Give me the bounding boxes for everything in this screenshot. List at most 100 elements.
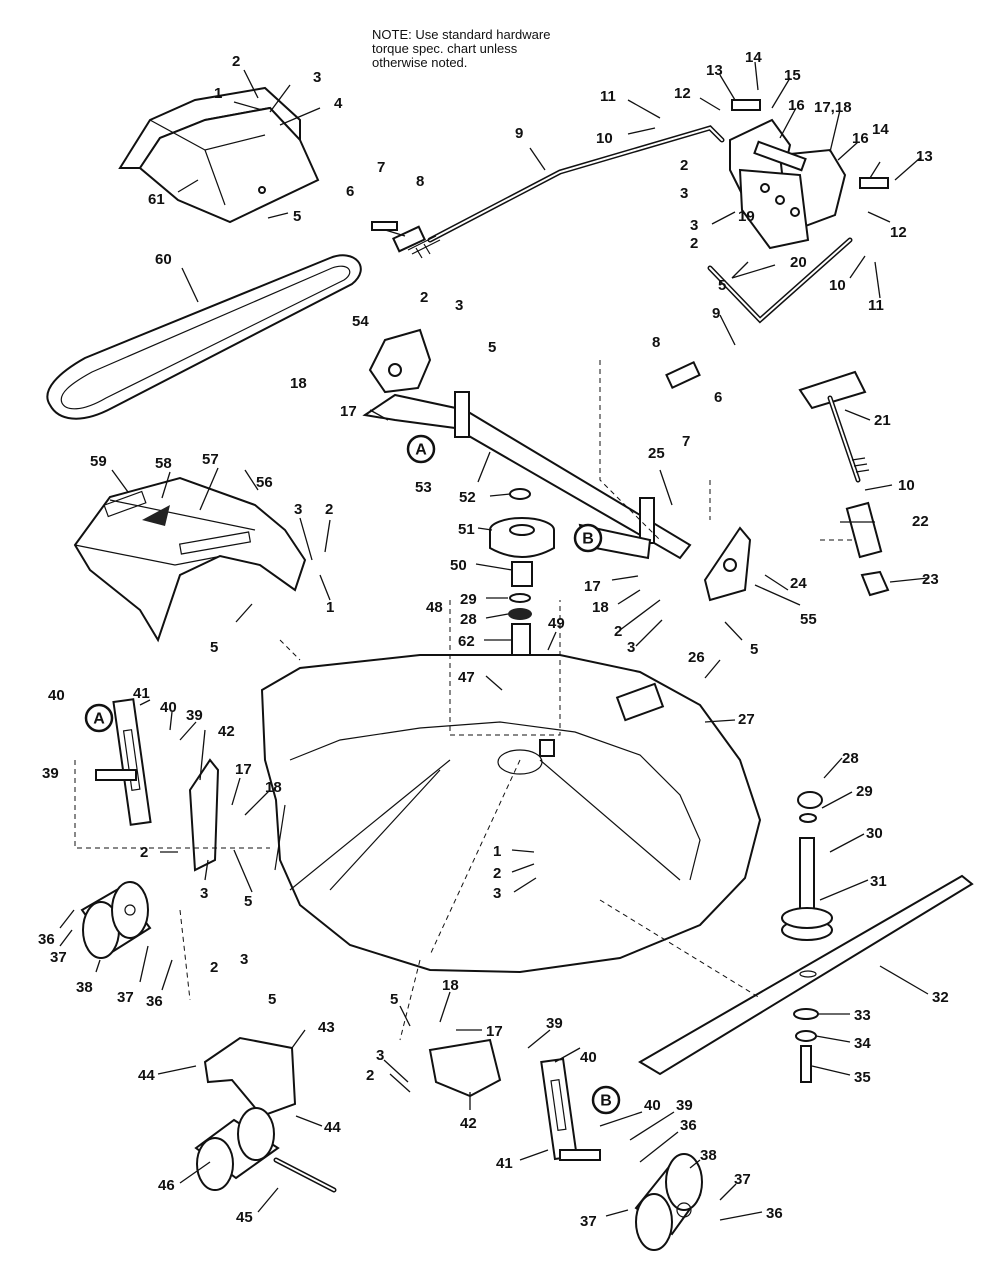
- part-label: 26: [688, 649, 705, 666]
- part-label: 18: [592, 599, 609, 616]
- callout-a-lower-text: A: [93, 711, 105, 728]
- part-label: 47: [458, 669, 475, 686]
- part-label: 2: [140, 844, 148, 861]
- part-label: 37: [117, 989, 134, 1006]
- part-label: 13: [706, 62, 723, 79]
- part-label: 46: [158, 1177, 175, 1194]
- part-label: 36: [680, 1117, 697, 1134]
- part-label: 4: [334, 95, 343, 112]
- part-label: 18: [442, 977, 459, 994]
- callout-a-upper: A: [406, 434, 436, 464]
- left-wheel-part: [80, 881, 152, 959]
- part-label: 60: [155, 251, 172, 268]
- part-label: 10: [898, 477, 915, 494]
- part-label: 1: [326, 599, 334, 616]
- part-label: 38: [76, 979, 93, 996]
- height-adjust-handle-part: [798, 370, 890, 597]
- part-label: 5: [488, 339, 496, 356]
- part-label: 51: [458, 521, 475, 538]
- callout-a-lower: A: [84, 703, 114, 733]
- part-label: 15: [784, 67, 801, 84]
- lift-axle-shaft-part: [362, 391, 692, 560]
- part-label: 3: [376, 1047, 384, 1064]
- part-label: 2: [366, 1067, 374, 1084]
- part-label: 3: [680, 185, 688, 202]
- part-label: 48: [426, 599, 443, 616]
- part-label: 3: [493, 885, 501, 902]
- part-label: 17: [340, 403, 357, 420]
- blade-spindle-part: [781, 791, 833, 941]
- part-label: 9: [712, 305, 720, 322]
- part-label: 56: [256, 474, 273, 491]
- part-label: 14: [745, 49, 762, 66]
- right-wheel-bracket-part: [428, 1038, 601, 1161]
- hardware-note: NOTE: Use standard hardware torque spec.…: [372, 28, 602, 70]
- part-label: 35: [854, 1069, 871, 1086]
- part-label: 17: [584, 578, 601, 595]
- roller-bracket-part: [203, 1036, 297, 1118]
- part-label: 37: [50, 949, 67, 966]
- part-label: 5: [390, 991, 398, 1008]
- part-label: 23: [922, 571, 939, 588]
- callout-b-upper: B: [573, 523, 603, 553]
- lift-bracket-assembly-part: [729, 99, 889, 250]
- part-label: 2: [420, 289, 428, 306]
- part-label: 2: [614, 623, 622, 640]
- part-label: 17: [235, 761, 252, 778]
- part-label: 2: [493, 865, 501, 882]
- part-label: 1: [493, 843, 501, 860]
- part-label: 14: [872, 121, 889, 138]
- mower-deck-part: [260, 654, 762, 974]
- part-label: 12: [890, 224, 907, 241]
- lift-rod-lower-part: [665, 237, 853, 390]
- part-label: 50: [450, 557, 467, 574]
- part-label: 40: [644, 1097, 661, 1114]
- part-label: 29: [856, 783, 873, 800]
- part-label: 41: [133, 685, 150, 702]
- part-label: 3: [627, 639, 635, 656]
- part-label: 3: [455, 297, 463, 314]
- part-label: 41: [496, 1155, 513, 1172]
- part-label: 42: [460, 1115, 477, 1132]
- part-label: 40: [48, 687, 65, 704]
- part-label: 3: [313, 69, 321, 86]
- part-label: 38: [700, 1147, 717, 1164]
- right-wheel-part: [634, 1153, 703, 1251]
- left-wheel-bracket-part: [95, 698, 220, 872]
- part-label: 5: [718, 277, 726, 294]
- part-label: 18: [290, 375, 307, 392]
- part-label: 44: [324, 1119, 341, 1136]
- part-label: 2: [690, 235, 698, 252]
- part-label: 27: [738, 711, 755, 728]
- part-label: 22: [912, 513, 929, 530]
- part-label: 3: [200, 885, 208, 902]
- part-label: 3: [294, 501, 302, 518]
- part-label: 39: [42, 765, 59, 782]
- callout-b-upper-text: B: [582, 531, 594, 548]
- callout-a-upper-text: A: [415, 442, 427, 459]
- part-label: 6: [346, 183, 354, 200]
- assembly-dashed-lines: [74, 360, 855, 1041]
- blade-hardware-part: [793, 1008, 819, 1083]
- leader-lines: [59, 61, 929, 1221]
- part-label: 34: [854, 1035, 871, 1052]
- part-label: 28: [460, 611, 477, 628]
- note-line-1: NOTE: Use standard hardware: [372, 27, 551, 42]
- part-label: 39: [186, 707, 203, 724]
- part-label: 19: [738, 208, 755, 225]
- part-label: 54: [352, 313, 369, 330]
- part-label: 17: [486, 1023, 503, 1040]
- rear-roller-part: [194, 1107, 337, 1193]
- part-label: 11: [600, 88, 616, 105]
- part-label: 25: [648, 445, 665, 462]
- part-label: 42: [218, 723, 235, 740]
- part-label: 43: [318, 1019, 335, 1036]
- part-label: 3: [690, 217, 698, 234]
- part-label: 2: [680, 157, 688, 174]
- part-label: 59: [90, 453, 107, 470]
- part-label: 17,18: [814, 99, 852, 116]
- part-label: 16: [788, 97, 805, 114]
- part-label: 20: [790, 254, 807, 271]
- right-axle-bracket-part: [703, 526, 752, 602]
